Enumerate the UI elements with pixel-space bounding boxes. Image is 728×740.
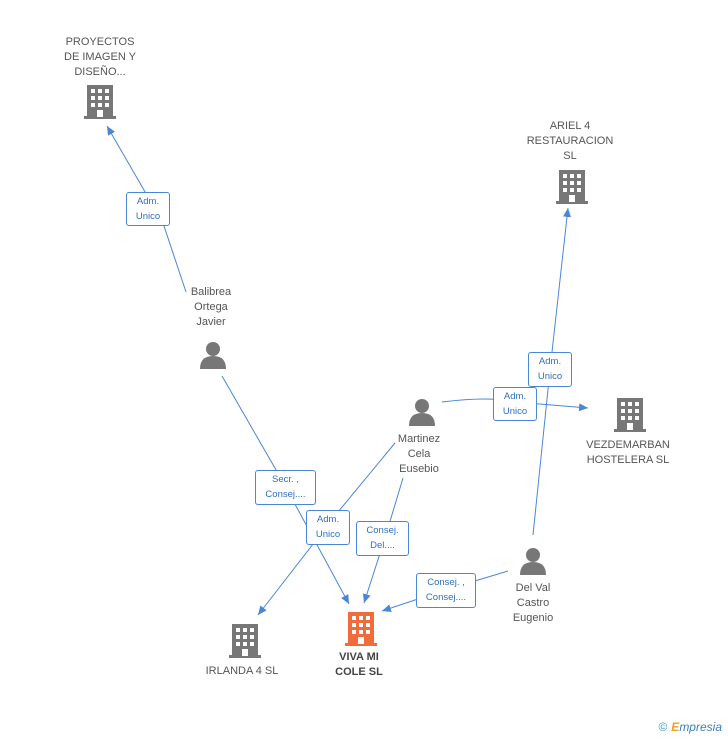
edge-label-consej-consej: Consej. , Consej.... — [416, 573, 476, 608]
edge-label-secr-consej: Secr. , Consej.... — [255, 470, 316, 505]
building-icon[interactable] — [614, 398, 646, 432]
edge-label-adm-unico: Adm. Unico — [306, 510, 350, 545]
edge-label-adm-unico: Adm. Unico — [528, 352, 572, 387]
node-label-irlanda[interactable]: IRLANDA 4 SL — [205, 665, 279, 677]
edge-label-adm-unico: Adm. Unico — [126, 192, 170, 226]
building-icon[interactable] — [84, 85, 116, 119]
building-icon[interactable] — [556, 170, 588, 204]
node-label-balibrea[interactable]: Balibrea Ortega Javier — [190, 286, 232, 328]
brand-logo-initial: E — [671, 720, 680, 734]
node-label-vezdemarban[interactable]: VEZDEMARBAN HOSTELERA SL — [586, 439, 670, 466]
node-label-delval[interactable]: Del Val Castro Eugenio — [512, 582, 554, 624]
person-icon[interactable] — [520, 548, 546, 575]
node-label-ariel[interactable]: ARIEL 4 RESTAURACION SL — [526, 120, 614, 162]
copyright-icon: © — [658, 720, 668, 734]
node-label-martinez[interactable]: Martinez Cela Eusebio — [397, 433, 441, 475]
person-icon[interactable] — [200, 342, 226, 369]
footer-brand: ©Empresia — [658, 720, 722, 734]
edge-label-adm-unico: Adm. Unico — [493, 387, 537, 421]
building-icon[interactable] — [345, 612, 377, 646]
building-icon[interactable] — [229, 624, 261, 658]
edge-label-consej-del: Consej. Del.... — [356, 521, 409, 556]
node-label-vivami[interactable]: VIVA MI COLE SL — [335, 651, 383, 678]
brand-name: mpresia — [679, 720, 722, 734]
person-icon[interactable] — [409, 399, 435, 426]
node-label-proyectos[interactable]: PROYECTOS DE IMAGEN Y DISEÑO... — [64, 36, 136, 78]
